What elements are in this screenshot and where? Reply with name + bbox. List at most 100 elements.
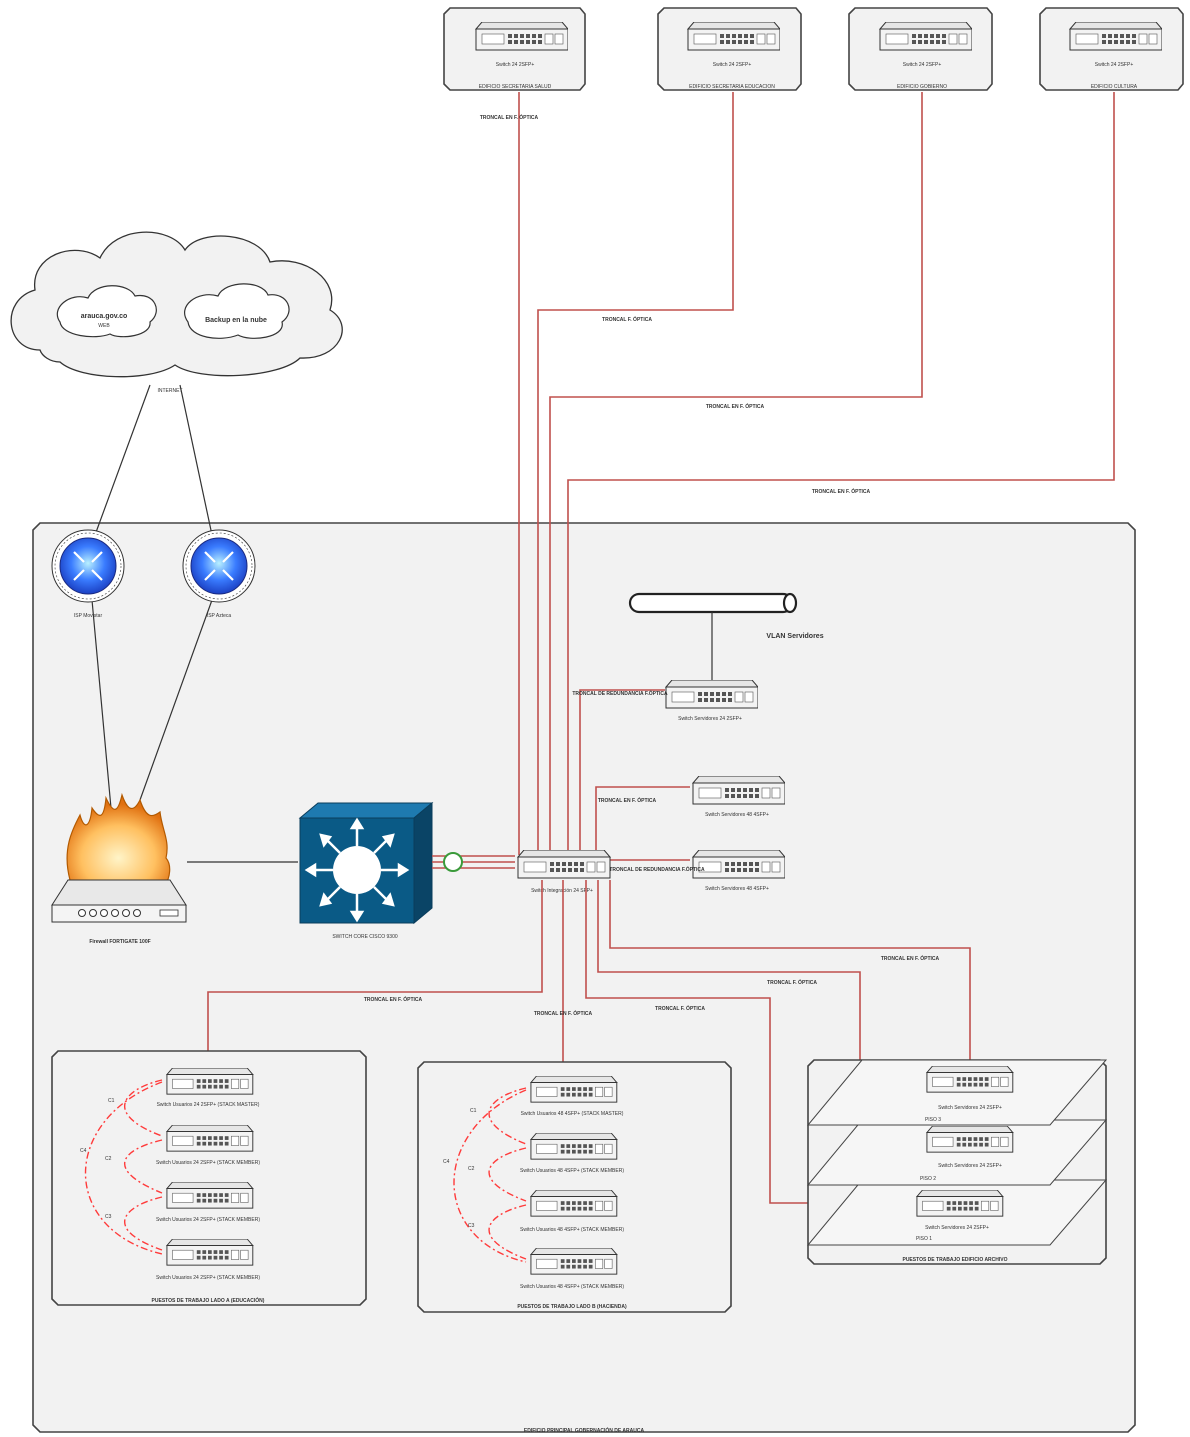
archive-switch-1[interactable]	[926, 1066, 1014, 1093]
remote-switch-1[interactable]	[475, 22, 568, 51]
core-switch[interactable]: SWITCH CORE CISCO 9300	[298, 801, 434, 940]
wing-a-stack-label-3: C3	[105, 1214, 112, 1220]
internet-cloud: arauca.gov.co WEB Backup en la nube INTE…	[10, 231, 343, 394]
wing-b-switch-2[interactable]	[530, 1133, 618, 1160]
vlan-label: VLAN Servidores	[766, 633, 823, 640]
archive-switch-label-2: Switch Servidores 24 2SFP+	[938, 1163, 1002, 1169]
wing-a-switch-3[interactable]	[166, 1182, 254, 1209]
remote-site-label-2: EDIFICIO SECRETARIA EDUCACION	[689, 84, 775, 90]
wing-a-title: PUESTOS DE TRABAJO LADO A (EDUCACIÓN)	[152, 1296, 265, 1304]
firewall[interactable]: Firewall FORTIGATE 100F	[51, 792, 187, 945]
main-building-label: EDIFICIO PRINCIPAL GOBERNACIÓN DE ARAUCA	[524, 1426, 645, 1434]
trunk-remote-label-1: TRONCAL EN F. ÓPTICA	[480, 113, 539, 121]
archive-floor-label-1: PISO 3	[925, 1117, 941, 1123]
remote-switch-4[interactable]	[1069, 22, 1162, 51]
wing-b-stack-label-1: C1	[470, 1108, 477, 1114]
wing-a-switch-4[interactable]	[166, 1239, 254, 1266]
remote-switch-label-3: Switch 24 2SFP+	[903, 62, 942, 68]
wing-b-panel: Switch Usuarios 48 4SFP+ (STACK MASTER) …	[417, 1061, 732, 1313]
wing-a-switch-label-1: Switch Usuarios 24 2SFP+ (STACK MASTER)	[157, 1102, 260, 1108]
internet-link-1	[94, 384, 151, 536]
trunk-servers-label-1a: TRONCAL DE REDUNDANCIA F.ÓPTICA	[572, 689, 668, 697]
wing-a-switch-2[interactable]	[166, 1125, 254, 1152]
wing-b-stack-label-3: C3	[468, 1223, 475, 1229]
remote-site-label-1: EDIFICIO SECRETARIA SALUD	[479, 84, 552, 90]
router-label-2: ISP Azteca	[207, 613, 232, 619]
remote-site-label-4: EDIFICIO CULTURA	[1091, 84, 1138, 90]
trunk-remote-3	[549, 92, 923, 855]
server-switch-3[interactable]	[692, 850, 785, 879]
wing-b-switch-label-1: Switch Usuarios 48 4SFP+ (STACK MASTER)	[521, 1111, 624, 1117]
router-2[interactable]: ISP Azteca	[182, 529, 256, 619]
stack-cable	[84, 1081, 163, 1255]
trunk-archive-label-2: TRONCAL F. ÓPTICA	[767, 978, 817, 986]
internet-label: INTERNET	[158, 388, 183, 394]
server-switch-2[interactable]	[692, 776, 785, 805]
server-switch-label-3: Switch Servidores 48 4SFP+	[705, 886, 769, 892]
router-icon	[190, 537, 248, 595]
wing-a-stack-label-1: C1	[108, 1098, 115, 1104]
cloud-web-sub: WEB	[98, 323, 110, 329]
archive-floor-label-3: PISO 1	[916, 1236, 932, 1242]
archive-switch-label-1: Switch Servidores 24 2SFP+	[938, 1105, 1002, 1111]
server-switch-1[interactable]	[665, 680, 758, 709]
router-icon	[59, 537, 117, 595]
router-firewall-link-2	[139, 599, 213, 801]
trunk-servers-label-2: TRONCAL EN F. ÓPTICA	[598, 796, 657, 804]
wing-b-switch-label-4: Switch Usuarios 48 4SFP+ (STACK MEMBER)	[520, 1284, 624, 1290]
stack-cable	[488, 1204, 527, 1260]
archive-panel: Switch Servidores 24 2SFP+ PISO 3 Switch…	[806, 1059, 1108, 1265]
trunk-remote-2	[537, 92, 734, 855]
wing-b-switch-label-2: Switch Usuarios 48 4SFP+ (STACK MEMBER)	[520, 1168, 624, 1174]
cloud-web-site	[56, 285, 157, 338]
stack-cable	[124, 1196, 163, 1251]
trunk-archive-label-1: TRONCAL F. ÓPTICA	[655, 1004, 705, 1012]
archive-switch-2[interactable]	[926, 1126, 1014, 1153]
trunk-wing-a	[207, 880, 543, 1052]
trunk-archive-label-3: TRONCAL EN F. ÓPTICA	[881, 954, 940, 962]
wing-b-stack-label-2: C2	[468, 1166, 475, 1172]
wing-a-stack-label-4: C4	[80, 1148, 87, 1154]
stack-cable	[488, 1087, 527, 1145]
cloud-web-title: arauca.gov.co	[81, 313, 128, 320]
remote-site-3: Switch 24 2SFP+ EDIFICIO GOBIERNO	[848, 7, 993, 91]
firewall-label: Firewall FORTIGATE 100F	[89, 939, 150, 945]
wing-a-panel: Switch Usuarios 24 2SFP+ (STACK MASTER) …	[51, 1050, 367, 1306]
remote-site-1: Switch 24 2SFP+ EDIFICIO SECRETARIA SALU…	[443, 7, 586, 91]
wing-a-switch-label-3: Switch Usuarios 24 2SFP+ (STACK MEMBER)	[156, 1217, 260, 1223]
core-switch-icon	[333, 846, 381, 894]
cloud-backup-site	[184, 283, 290, 339]
remote-switch-label-1: Switch 24 2SFP+	[496, 62, 535, 68]
integration-switch[interactable]	[517, 850, 611, 879]
wing-b-switch-label-3: Switch Usuarios 48 4SFP+ (STACK MEMBER)	[520, 1227, 624, 1233]
wing-b-switch-4[interactable]	[530, 1248, 618, 1275]
router-1[interactable]: ISP Movistar	[51, 529, 125, 619]
link-aggregation-icon	[443, 852, 463, 872]
vlan-bus: VLAN Servidores	[628, 592, 824, 640]
wing-a-switch-1[interactable]	[166, 1068, 254, 1095]
stack-cable	[488, 1147, 527, 1202]
trunk-servers-label-3: TRONCAL DE REDUNDANCIA F.ÓPTICA	[609, 865, 705, 873]
archive-floor-label-2: PISO 2	[920, 1176, 936, 1182]
remote-site-4: Switch 24 2SFP+ EDIFICIO CULTURA	[1039, 7, 1184, 91]
trunk-remote-label-2: TRONCAL F. ÓPTICA	[602, 315, 652, 323]
trunk-servers-2	[595, 786, 690, 855]
trunk-wing-b-label: TRONCAL EN F. ÓPTICA	[534, 1009, 593, 1017]
wing-b-switch-1[interactable]	[530, 1076, 618, 1103]
wing-b-switch-3[interactable]	[530, 1190, 618, 1217]
stack-cable	[124, 1139, 163, 1194]
stack-cable	[453, 1089, 527, 1263]
remote-switch-3[interactable]	[879, 22, 972, 51]
router-label-1: ISP Movistar	[74, 613, 103, 619]
internet-link-2	[179, 384, 213, 536]
server-switch-label-1: Switch Servidores 24 2SFP+	[678, 716, 742, 722]
cloud-backup-title: Backup en la nube	[205, 317, 267, 324]
archive-title: PUESTOS DE TRABAJO EDIFICIO ARCHIVO	[902, 1257, 1007, 1263]
trunk-remote-label-3: TRONCAL EN F. ÓPTICA	[706, 402, 765, 410]
wing-a-stack-label-2: C2	[105, 1156, 112, 1162]
wing-a-switch-label-2: Switch Usuarios 24 2SFP+ (STACK MEMBER)	[156, 1160, 260, 1166]
core-switch-label: SWITCH CORE CISCO 9300	[332, 934, 398, 940]
archive-switch-3[interactable]	[916, 1190, 1004, 1217]
remote-switch-2[interactable]	[687, 22, 780, 51]
